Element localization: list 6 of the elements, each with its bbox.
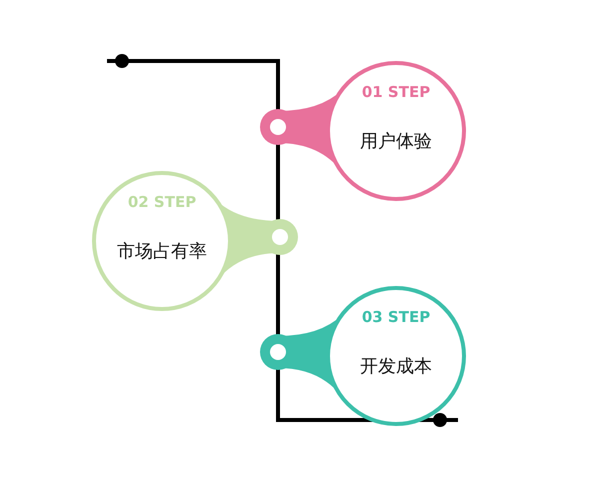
step-title: 开发成本 — [360, 355, 432, 378]
step-label: 02 STEP — [128, 193, 196, 211]
step-title: 市场占有率 — [117, 240, 207, 263]
step-label: 03 STEP — [362, 308, 430, 326]
step-title: 用户体验 — [360, 130, 432, 153]
step-label: 01 STEP — [362, 83, 430, 101]
